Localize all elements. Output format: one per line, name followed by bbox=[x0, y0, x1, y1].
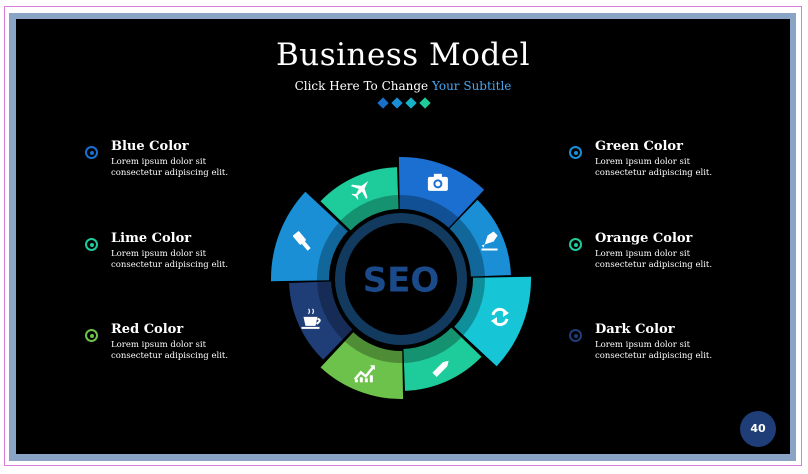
segment-band bbox=[343, 330, 403, 363]
legend-title: Orange Color bbox=[595, 231, 693, 246]
pencil-icon bbox=[432, 360, 449, 378]
legend-title: Blue Color bbox=[111, 139, 189, 154]
subtitle-prefix: Click Here To Change bbox=[294, 79, 432, 93]
segment-band bbox=[317, 281, 353, 340]
wheel-segment bbox=[320, 332, 404, 399]
growth-chart-icon bbox=[353, 365, 375, 383]
wheel-segment bbox=[403, 327, 482, 391]
bullet-icon bbox=[85, 238, 98, 251]
legend-text: Lorem ipsum dolor sit consectetur adipis… bbox=[595, 340, 713, 361]
bullet-icon bbox=[85, 146, 98, 159]
legend-title: Lime Color bbox=[111, 231, 192, 246]
wheel-segment bbox=[271, 191, 348, 282]
segment-band bbox=[399, 195, 459, 228]
bullet-icon bbox=[569, 329, 582, 342]
legend-text: Lorem ipsum dolor sit consectetur adipis… bbox=[595, 157, 713, 178]
diamond-divider bbox=[376, 97, 436, 111]
seo-wheel: SEO bbox=[271, 157, 531, 399]
bullet-icon bbox=[569, 146, 582, 159]
wheel-segment bbox=[320, 167, 399, 231]
page-number-badge: 40 bbox=[740, 411, 776, 447]
usb-key-icon bbox=[292, 231, 311, 251]
diamond-shape bbox=[391, 97, 403, 109]
subtitle-accent: Your Subtitle bbox=[431, 79, 512, 93]
legend-text: Lorem ipsum dolor sit consectetur adipis… bbox=[111, 340, 229, 361]
legend-title: Red Color bbox=[111, 322, 184, 337]
legend-text: Lorem ipsum dolor sit consectetur adipis… bbox=[111, 249, 229, 270]
wheel-segment bbox=[449, 199, 511, 277]
legend-text: Lorem ipsum dolor sit consectetur adipis… bbox=[595, 249, 713, 270]
coffee-cup-icon bbox=[301, 308, 321, 329]
center-hole bbox=[345, 223, 457, 335]
legend-title: Dark Color bbox=[595, 322, 675, 337]
slide: Business Model Click Here To Change Your… bbox=[16, 19, 790, 454]
bullet-icon bbox=[85, 329, 98, 342]
segment-band bbox=[449, 218, 485, 277]
center-label: SEO bbox=[363, 261, 440, 301]
camera-icon bbox=[427, 173, 448, 191]
diamond-shape bbox=[419, 97, 431, 109]
segment-band bbox=[317, 221, 350, 281]
segment-band bbox=[340, 195, 399, 231]
segment-band bbox=[403, 327, 462, 363]
diamond-shape bbox=[405, 97, 417, 109]
bullet-icon bbox=[569, 238, 582, 251]
page-title: Business Model bbox=[275, 37, 531, 73]
airplane-icon bbox=[350, 181, 369, 200]
wheel-segment bbox=[398, 157, 485, 228]
subtitle: Click Here To Change Your Subtitle bbox=[16, 79, 790, 93]
diamond-shape bbox=[377, 97, 389, 109]
outer-border bbox=[4, 6, 802, 466]
legend-title: Green Color bbox=[595, 139, 683, 154]
segment-band bbox=[452, 277, 485, 337]
refresh-icon bbox=[490, 307, 509, 327]
pen-nib-icon bbox=[481, 231, 498, 251]
legend-text: Lorem ipsum dolor sit consectetur adipis… bbox=[111, 157, 229, 178]
